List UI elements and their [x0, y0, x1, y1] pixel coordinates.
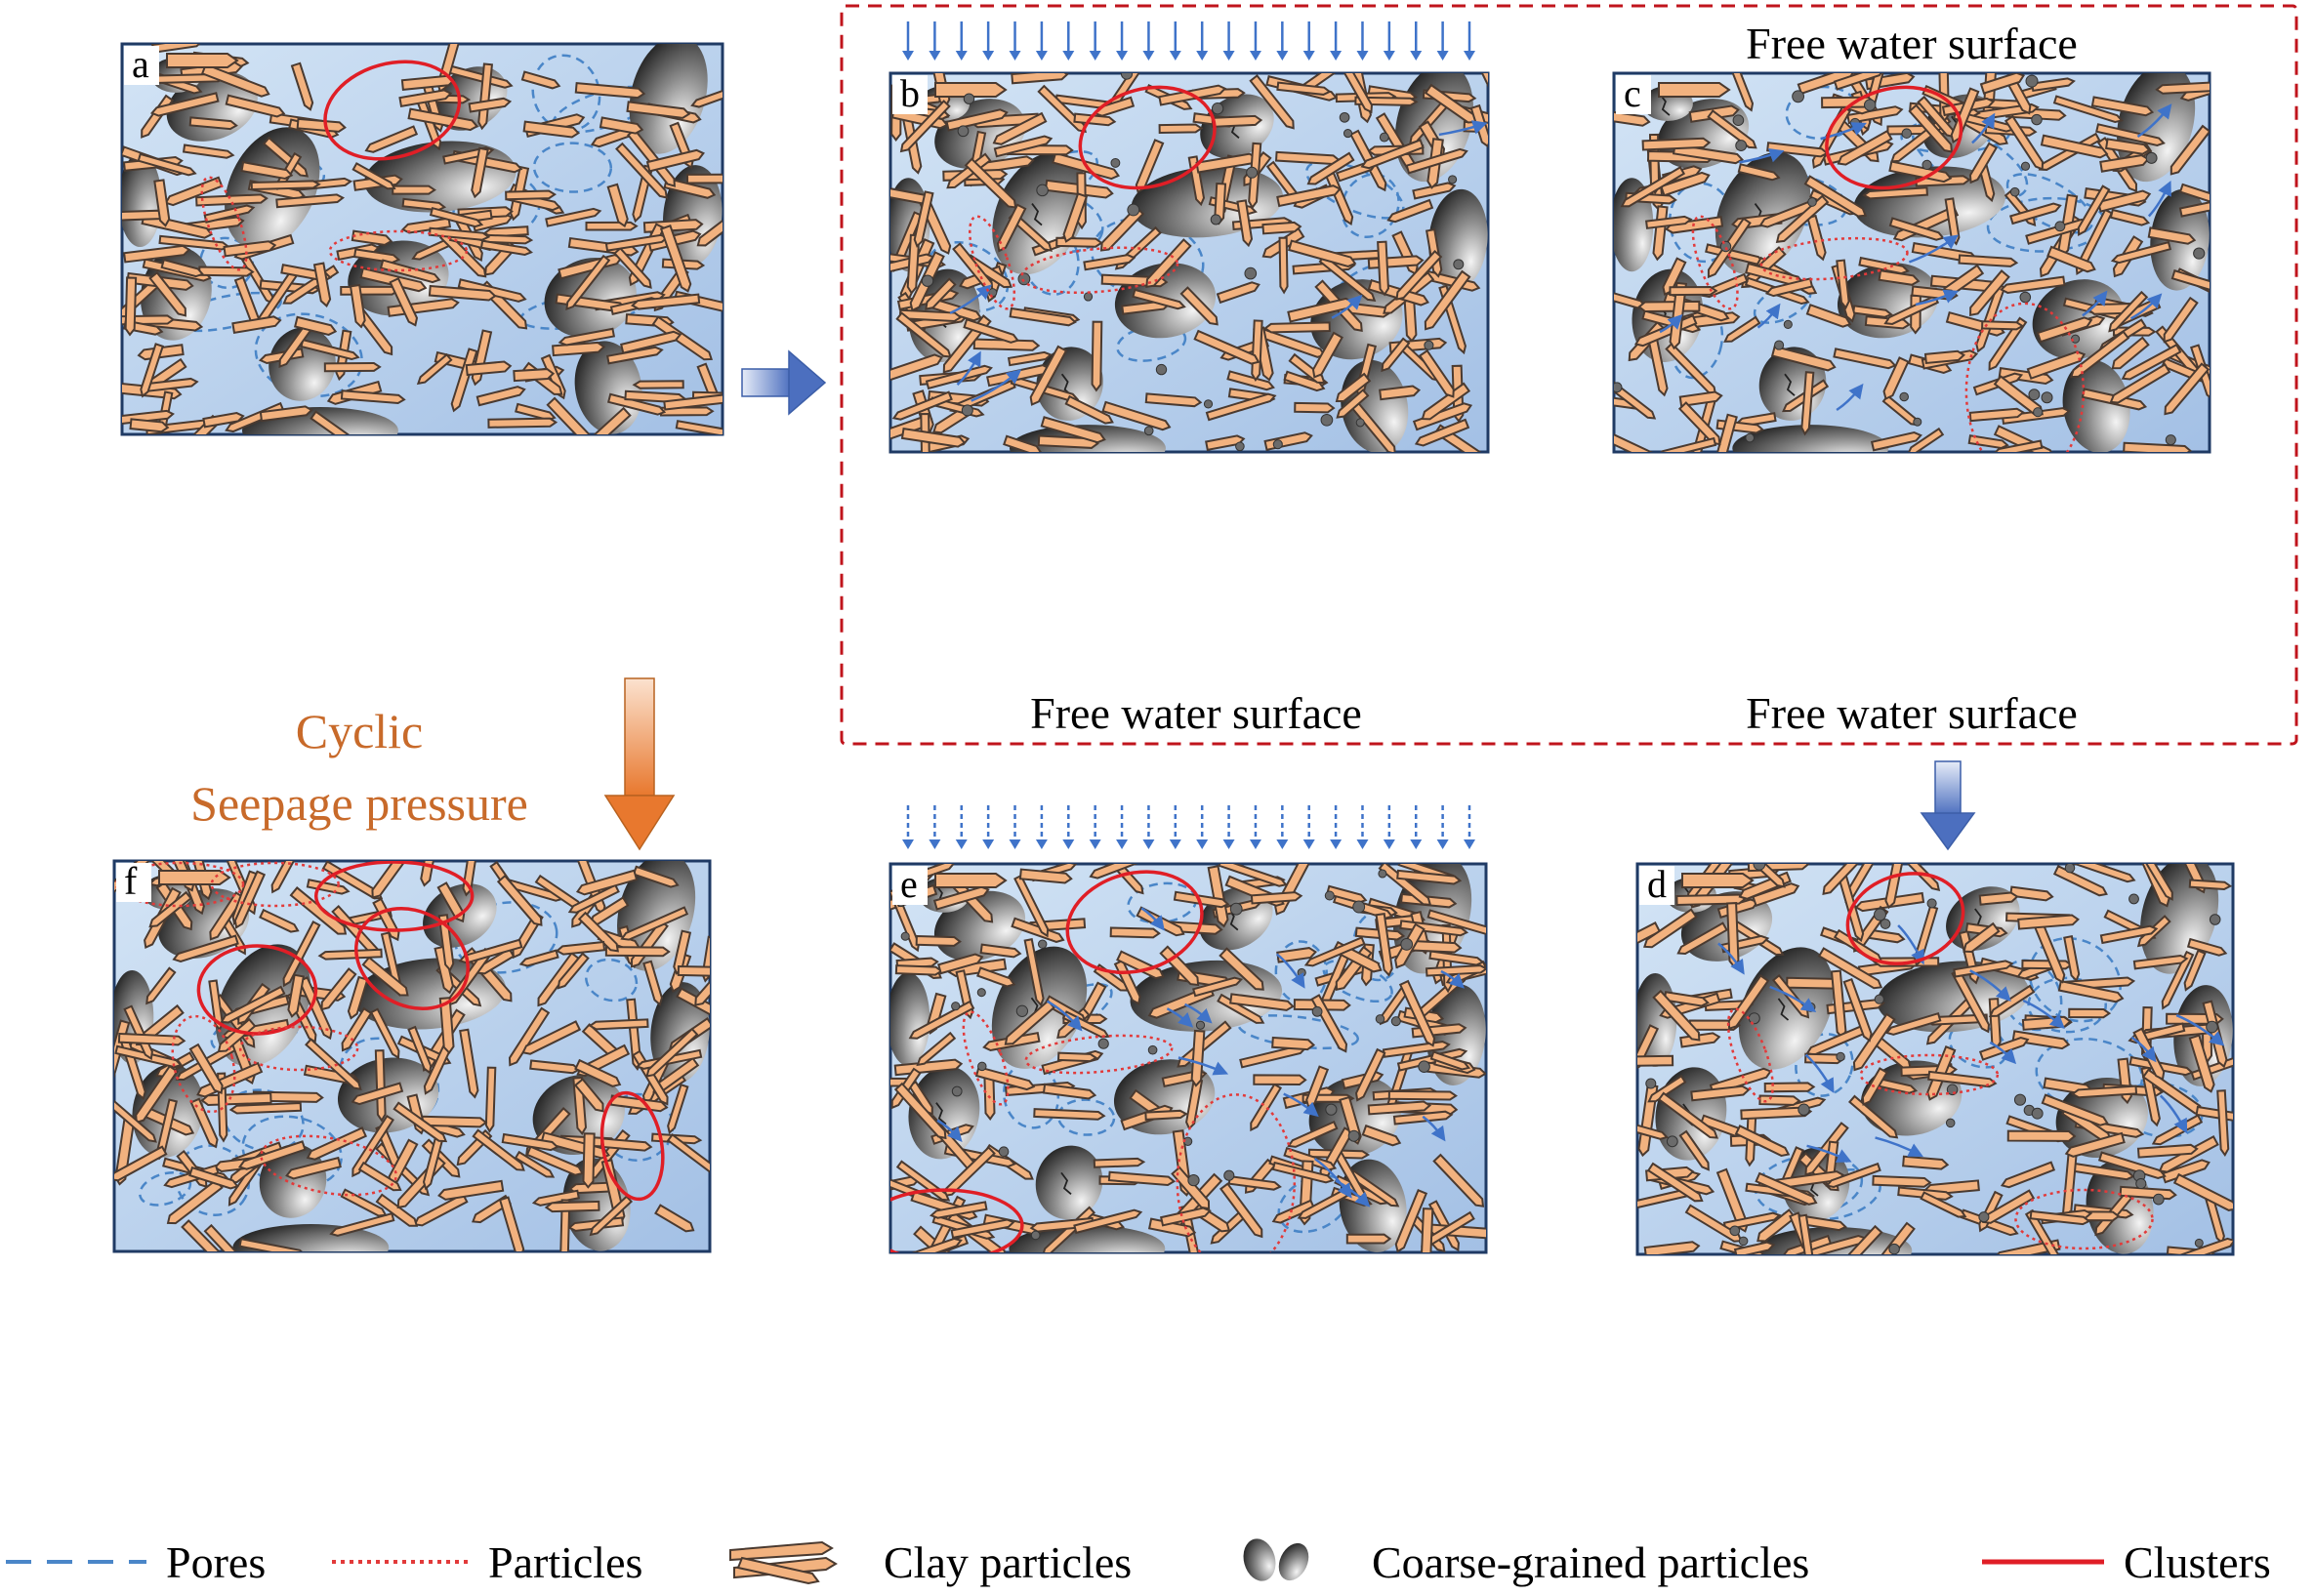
cluster-ring — [354, 906, 470, 1011]
process-label-line2: Seepage pressure — [190, 776, 528, 831]
particle-ring — [114, 861, 245, 908]
aggregate-markers — [114, 861, 665, 1202]
particle-ring — [1759, 236, 1909, 281]
panel-d: d — [1635, 862, 2235, 1256]
seepage-flow-arrows — [949, 120, 1488, 402]
particle-ring — [1726, 1007, 1774, 1103]
legend-item-pores: Pores — [6, 1537, 266, 1587]
cluster-ring — [1078, 85, 1217, 190]
aggregate-markers — [969, 85, 1217, 310]
panel-letter-f: f — [124, 859, 138, 903]
arrow-c-to-d — [1920, 760, 1976, 851]
process-label-line1: Cyclic — [296, 704, 424, 758]
seepage-flow-arrows — [936, 907, 1465, 1207]
coarse-grain-icon — [1243, 1538, 1309, 1581]
panel-letter-b: b — [900, 71, 920, 115]
cluster-ring — [599, 1090, 665, 1202]
particle-ring — [171, 1014, 236, 1114]
clay-particles — [890, 73, 1488, 452]
aggregate-markers — [1726, 872, 2154, 1250]
cluster-ring — [1825, 85, 1963, 190]
clay-rods-icon — [729, 1540, 838, 1585]
particle-ring — [260, 1134, 397, 1197]
panel-letter-d: d — [1647, 862, 1667, 906]
particle-ring — [969, 215, 1016, 310]
seepage-stage-frame — [840, 4, 2298, 746]
seepage-arrows-top-b — [902, 21, 1475, 61]
particle-ring — [1859, 1053, 2000, 1096]
cluster-ring — [1065, 870, 1204, 975]
clay-particles — [122, 44, 723, 434]
cluster-ring — [323, 60, 462, 161]
particle-ring — [210, 861, 340, 908]
panel-letter-e: e — [900, 862, 918, 906]
cluster-ring — [313, 861, 475, 932]
particle-ring — [1020, 246, 1179, 295]
aggregate-markers — [1691, 85, 2086, 452]
arrow-a-to-f — [603, 677, 676, 851]
coarse-grain — [890, 972, 930, 1067]
legend: Pores Particles Clay particles Coarse-gr… — [6, 1537, 2271, 1587]
panel-a: a — [120, 42, 724, 436]
particle-ring — [238, 1025, 359, 1072]
panel-letter-c: c — [1624, 71, 1641, 115]
legend-item-particles: Particles — [332, 1537, 642, 1587]
coarse-grain — [1732, 425, 1889, 452]
coarse-grain — [1715, 151, 1811, 275]
legend-label-coarse: Coarse-grained particles — [1372, 1537, 1809, 1587]
legend-item-coarse: Coarse-grained particles — [1243, 1537, 1809, 1587]
panel-c: c — [1612, 71, 2211, 454]
legend-item-clusters: Clusters — [1982, 1537, 2271, 1587]
aggregate-markers — [200, 60, 469, 272]
legend-label-particles: Particles — [488, 1537, 642, 1587]
particle-ring — [2014, 1188, 2154, 1250]
panel-f: f — [112, 859, 712, 1253]
seepage-flow-arrows — [1717, 924, 2225, 1163]
cluster-ring — [196, 944, 318, 1036]
coarse-grain — [629, 44, 708, 154]
panel-b: b — [888, 71, 1490, 454]
particle-ring — [1691, 215, 1739, 310]
caption-c-bottom: Free water surface — [1746, 688, 2078, 738]
particle-ring — [1964, 302, 2086, 452]
seepage-arrows-top-e — [902, 805, 1475, 849]
legend-label-pores: Pores — [166, 1537, 266, 1587]
clay-particles — [1614, 73, 2210, 452]
particle-ring — [200, 176, 248, 271]
caption-b-bottom: Free water surface — [1030, 688, 1362, 738]
particle-ring — [1176, 1093, 1297, 1252]
coarse-grain — [1428, 188, 1488, 291]
coarse-grain — [259, 1144, 327, 1218]
legend-item-clay: Clay particles — [729, 1537, 1132, 1587]
migrating-fines — [1614, 74, 2206, 446]
panel-e: e — [888, 862, 1488, 1254]
migrating-fines — [921, 73, 1465, 452]
seepage-flow-arrows — [1659, 103, 2172, 412]
clay-particles — [114, 861, 710, 1251]
legend-label-clay: Clay particles — [884, 1537, 1132, 1587]
coarse-grain — [2062, 359, 2130, 452]
arrow-a-to-b — [741, 349, 827, 416]
panel-letter-a: a — [132, 42, 149, 86]
caption-c-top: Free water surface — [1746, 19, 2078, 68]
particle-ring — [328, 229, 469, 272]
cluster-ring — [890, 1188, 1024, 1252]
cluster-ring — [1845, 872, 1965, 965]
coarse-grain — [1035, 1145, 1103, 1220]
legend-label-clusters: Clusters — [2124, 1537, 2271, 1587]
particle-ring — [962, 1010, 1010, 1106]
